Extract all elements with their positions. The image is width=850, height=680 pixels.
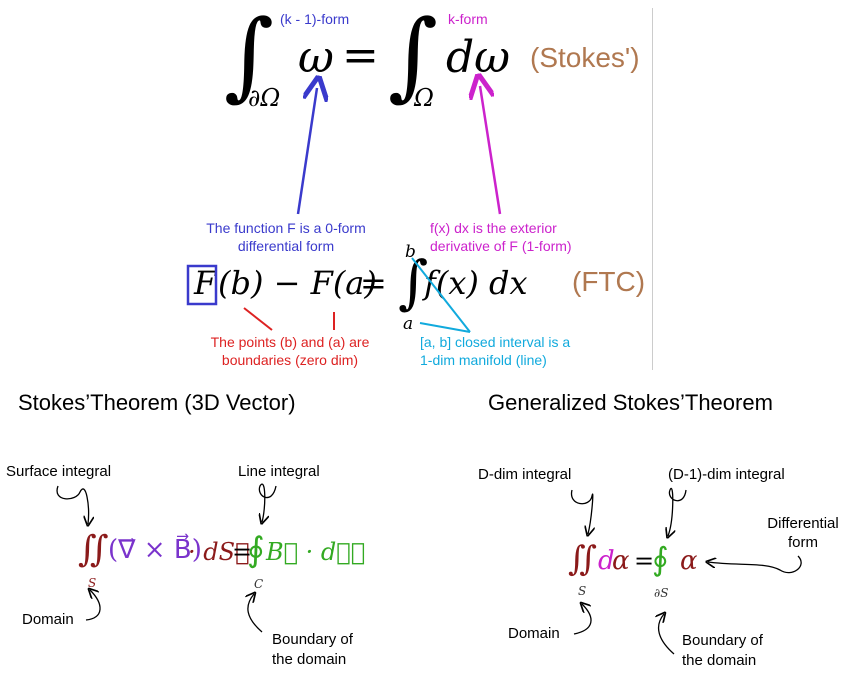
heading-generalized: Generalized Stokes’Theorem <box>488 390 773 415</box>
equals-sign: = <box>342 30 379 81</box>
domain-subscript: Ω <box>414 84 434 112</box>
label-k-minus-1-form: (k - 1)-form <box>280 11 350 27</box>
label-boundary: Boundary of the domain <box>682 632 763 669</box>
contour-integral-sign: ∮ <box>652 540 669 578</box>
alpha-symbol: α <box>612 546 630 576</box>
label-line-integral: Line integral <box>238 463 320 480</box>
arrow-boundary-general <box>659 614 675 655</box>
dot-dS: · dS⃗ <box>188 538 250 566</box>
arrow-surface-integral <box>56 485 88 524</box>
ftc-tag: (FTC) <box>572 266 646 297</box>
subscript-S: S <box>88 576 97 590</box>
integral-sign: ∫ <box>388 0 439 111</box>
boundary-subscript: ∂Ω <box>248 84 281 112</box>
arrow-line-integral <box>259 483 277 522</box>
curl-expression: (∇⃗ × B⃗) <box>108 535 202 565</box>
line-interval-a <box>419 322 471 333</box>
integral-sign: ∫ <box>224 0 275 111</box>
line-interval-b <box>411 257 471 333</box>
line-to-b <box>243 307 273 331</box>
arrow-differential-form <box>708 555 802 574</box>
label-surface-integral: Surface integral <box>6 463 112 480</box>
arrow-d-minus-1-integral <box>668 487 687 536</box>
subscript-S: S <box>578 584 587 598</box>
stokes-formula-panel <box>218 0 650 118</box>
equals-sign: = <box>232 538 253 566</box>
arrow-to-omega <box>296 88 317 215</box>
subscript-boundary-S: ∂S <box>654 586 669 600</box>
note-closed-interval: [a, b] closed interval is a 1-dim manifo… <box>420 334 571 368</box>
equals-sign: = <box>360 264 387 302</box>
lower-limit-a: a <box>403 314 414 334</box>
heading-3d-vector: Stokes’Theorem (3D Vector) <box>18 390 296 415</box>
F-symbol: F <box>194 264 217 302</box>
double-integral-sign: ∬ <box>78 529 109 570</box>
line-expression: B⃗ · dℓ⃗ <box>266 538 366 566</box>
arrow-domain <box>85 590 101 621</box>
note-boundary-points: The points (b) and (a) are boundaries (z… <box>210 334 370 368</box>
label-d-minus-1-dim-integral: (D-1)-dim integral <box>668 466 785 483</box>
alpha-symbol: α <box>680 546 698 576</box>
label-domain: Domain <box>22 611 74 628</box>
label-differential-form: Differential form <box>767 515 839 551</box>
arrow-boundary <box>248 594 263 633</box>
double-integral-sign: ∬ <box>568 539 597 579</box>
arrow-d-dim-integral <box>570 489 593 534</box>
arrow-to-d-omega <box>480 86 502 215</box>
upper-limit-b: b <box>405 242 416 262</box>
arrow-domain-general <box>573 604 592 635</box>
contour-integral-sign: ∮ <box>247 530 265 570</box>
d-symbol: d <box>598 546 615 576</box>
ftc-lhs: (b) − F(a) <box>218 264 377 302</box>
divider-line <box>652 8 653 370</box>
stokes-tag: (Stokes') <box>530 42 640 73</box>
label-domain: Domain <box>508 625 560 642</box>
equals-sign: = <box>634 547 655 575</box>
label-boundary: Boundary of the domain <box>272 631 353 668</box>
label-k-form: k-form <box>448 11 488 27</box>
note-function-0-form: The function F is a 0-form differential … <box>206 220 366 254</box>
note-exterior-derivative: f(x) dx is the exterior derivative of F … <box>430 220 572 254</box>
F-highlight-box <box>186 264 218 306</box>
subscript-C: C <box>254 577 264 591</box>
label-d-dim-integral: D-dim integral <box>478 466 572 483</box>
